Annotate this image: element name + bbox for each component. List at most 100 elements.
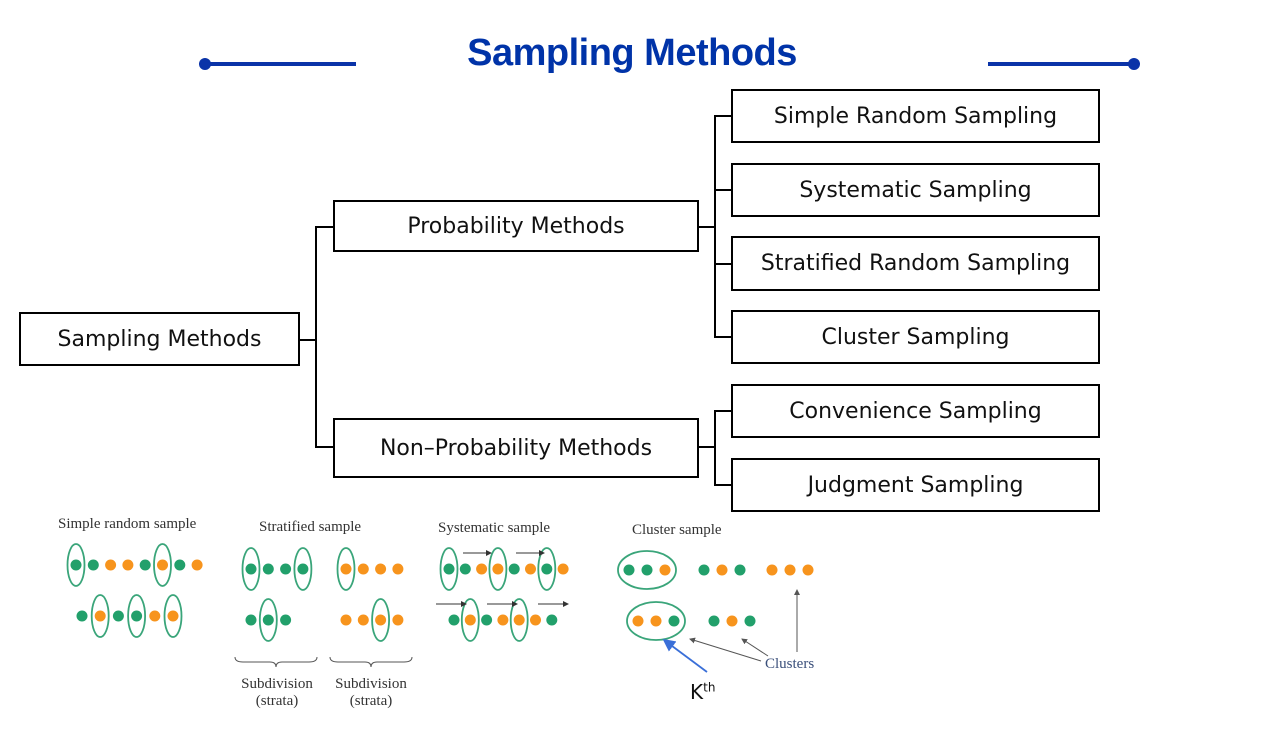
strata-label-line1: Subdivision <box>241 676 313 692</box>
orange-dot <box>375 614 387 626</box>
connector <box>315 226 317 448</box>
green-dot <box>245 614 257 626</box>
orange-dot <box>122 559 134 571</box>
connector <box>300 339 317 341</box>
orange-dot <box>105 559 117 571</box>
orange-dot <box>157 559 168 571</box>
green-dot <box>76 610 88 622</box>
caption-cluster: Cluster sample <box>632 522 722 538</box>
orange-dot <box>375 563 387 575</box>
title-left-line <box>205 62 356 66</box>
green-dot <box>280 563 292 575</box>
strata-label-left: Subdivision (strata) <box>233 676 321 710</box>
green-dot <box>708 615 720 627</box>
orange-dot <box>632 615 644 627</box>
selection-ring <box>460 598 480 642</box>
connector <box>714 336 731 338</box>
green-dot <box>262 563 274 575</box>
caption-simple-random: Simple random sample <box>58 516 197 532</box>
selection-ring <box>371 598 391 642</box>
root-node-label: Sampling Methods <box>57 326 262 352</box>
green-dot <box>623 564 635 576</box>
branch-node-non-probability: Non–Probability Methods <box>333 418 699 478</box>
clusters-label: Clusters <box>765 656 815 672</box>
green-dot <box>280 614 292 626</box>
connector <box>714 484 731 486</box>
green-dot <box>448 614 460 626</box>
orange-dot <box>802 564 814 576</box>
orange-dot <box>716 564 728 576</box>
cluster-ring <box>617 550 677 590</box>
strata-label-line2: (strata) <box>255 693 299 709</box>
orange-dot <box>476 563 488 575</box>
clusters-arrow <box>689 637 762 662</box>
orange-dot <box>766 564 778 576</box>
kth-superscript: th <box>703 680 716 695</box>
orange-dot <box>167 610 179 622</box>
orange-dot <box>530 614 541 626</box>
selection-ring <box>488 547 508 591</box>
root-node: Sampling Methods <box>19 312 300 366</box>
orange-dot <box>557 563 569 575</box>
orange-dot <box>726 615 738 627</box>
green-dot <box>139 559 151 571</box>
orange-dot <box>357 563 369 575</box>
orange-dot <box>650 615 662 627</box>
branch-node-probability: Probability Methods <box>333 200 699 252</box>
selection-ring <box>537 547 557 591</box>
orange-dot <box>513 614 525 626</box>
orange-dot <box>340 614 352 626</box>
strata-brace <box>234 656 318 668</box>
connector <box>315 226 333 228</box>
caption-stratified: Stratified sample <box>259 519 362 535</box>
connector <box>714 115 716 338</box>
green-dot <box>70 559 82 571</box>
orange-dot <box>94 610 106 622</box>
selection-ring <box>153 543 172 587</box>
strata-brace <box>329 656 413 668</box>
connector <box>699 446 716 448</box>
green-dot <box>174 559 186 571</box>
leaf-node-judgment: Judgment Sampling <box>731 458 1100 512</box>
connector <box>714 410 731 412</box>
green-dot <box>262 614 274 626</box>
selection-ring <box>241 547 261 591</box>
selection-ring <box>439 547 459 591</box>
cluster-ring <box>626 601 686 641</box>
orange-dot <box>784 564 796 576</box>
green-dot <box>698 564 710 576</box>
green-dot <box>481 614 493 626</box>
green-dot <box>641 564 653 576</box>
kth-label: Kth <box>690 680 715 704</box>
green-dot <box>459 563 471 575</box>
green-dot <box>87 559 99 571</box>
green-dot <box>245 563 257 575</box>
branch-node-label: Probability Methods <box>407 213 625 239</box>
strata-label-line1: Subdivision <box>335 676 407 692</box>
green-dot <box>744 615 756 627</box>
orange-dot <box>464 614 476 626</box>
orange-dot <box>659 564 671 576</box>
connector <box>714 410 716 485</box>
page-title: Sampling Methods <box>467 32 797 74</box>
orange-dot <box>392 614 404 626</box>
green-dot <box>112 610 124 622</box>
leaf-node-simple-random: Simple Random Sampling <box>731 89 1100 143</box>
orange-dot <box>191 559 203 571</box>
title-right-dot <box>1128 58 1140 70</box>
connector <box>714 115 731 117</box>
selection-ring <box>66 543 86 587</box>
caption-systematic: Systematic sample <box>438 520 551 536</box>
strata-label-line2: (strata) <box>349 693 393 709</box>
orange-dot <box>497 614 509 626</box>
leaf-node-label: Stratified Random Sampling <box>760 251 1071 276</box>
leaf-node-label: Systematic Sampling <box>799 177 1032 203</box>
title-right-line <box>988 62 1134 66</box>
leaf-node-systematic: Systematic Sampling <box>731 163 1100 217</box>
green-dot <box>541 563 553 575</box>
selection-ring <box>258 598 278 642</box>
orange-dot <box>492 563 504 575</box>
selection-ring <box>293 547 313 591</box>
leaf-node-label: Simple Random Sampling <box>773 103 1058 129</box>
green-dot <box>668 615 680 627</box>
